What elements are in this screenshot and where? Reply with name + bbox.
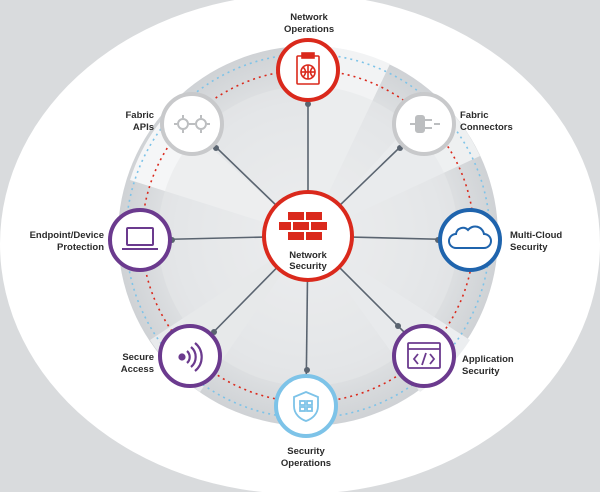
node-endpoint-device-protection[interactable] (108, 208, 172, 272)
node-multi-cloud-security[interactable] (438, 208, 502, 272)
label-multi-cloud-security: Multi-Cloud Security (510, 230, 563, 253)
label-application-security: Application Security (462, 354, 514, 377)
label-fabric-apis: Fabric APIs (125, 110, 154, 133)
label-fabric-connectors: Fabric Connectors (460, 110, 513, 133)
label-security-operations: Security Operations (280, 446, 332, 469)
label-network-operations: Network Operations (284, 12, 335, 35)
cloud-icon (448, 225, 492, 249)
wireless-icon (178, 342, 203, 372)
shield-icon (293, 391, 319, 422)
node-security-operations[interactable] (274, 374, 338, 438)
node-fabric-connectors[interactable] (392, 92, 456, 156)
clipboard-globe-icon (296, 52, 320, 85)
node-application-security[interactable] (392, 324, 456, 388)
node-fabric-apis[interactable] (160, 92, 224, 156)
label-secure-access: Secure Access (120, 352, 154, 375)
laptop-icon (122, 227, 158, 250)
plug-icon (410, 115, 440, 133)
center-node-label: Network Security (289, 250, 327, 272)
node-network-operations[interactable] (276, 38, 340, 102)
gears-icon (174, 115, 210, 133)
label-endpoint-device-protection: Endpoint/Device Protection (29, 230, 104, 253)
code-window-icon (407, 342, 441, 369)
center-node[interactable] (262, 190, 354, 282)
firewall-icon (279, 212, 327, 240)
node-secure-access[interactable] (158, 324, 222, 388)
